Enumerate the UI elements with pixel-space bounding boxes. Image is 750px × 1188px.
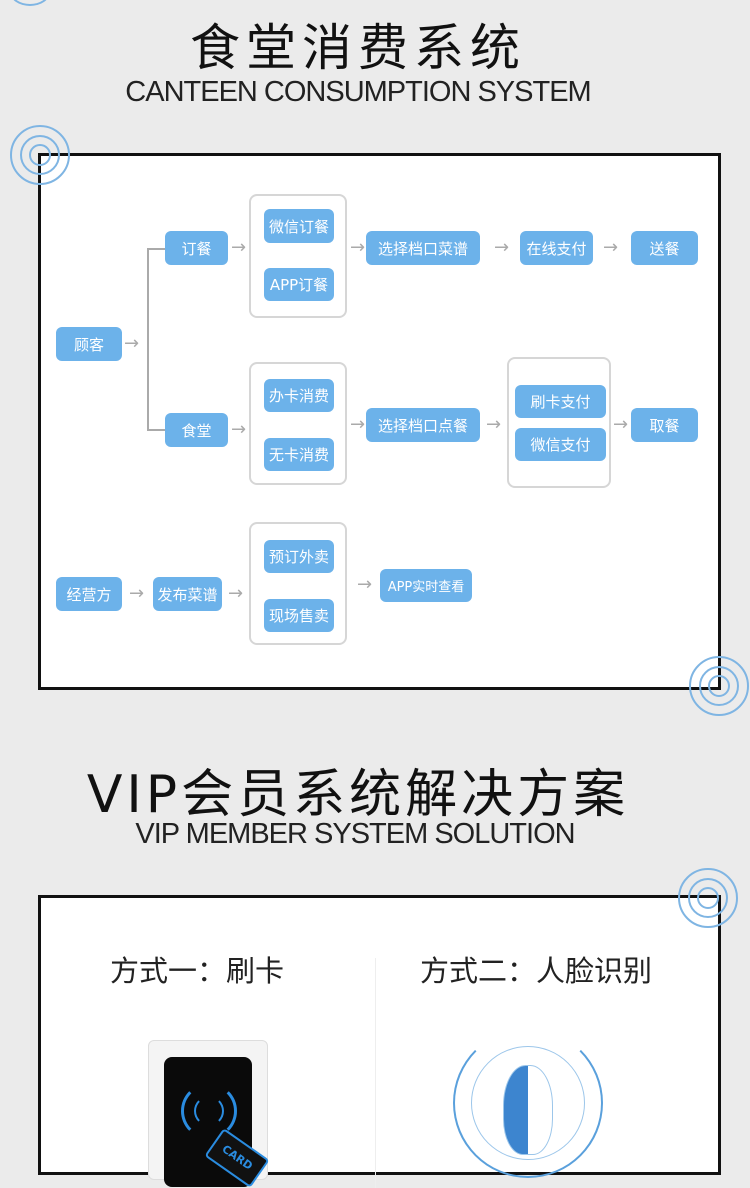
section-title: VIP会员系统解决方案 bbox=[86, 765, 630, 825]
arrow-icon: → bbox=[350, 414, 366, 435]
face-recognition-icon bbox=[453, 1028, 603, 1178]
section-title: 食堂消费系统 bbox=[190, 19, 526, 77]
method-card-label: 方式一：刷卡 bbox=[110, 954, 285, 988]
arrow-icon: → bbox=[129, 583, 145, 604]
arrow-icon: → bbox=[231, 237, 247, 258]
node-onsite-sale: 现场售卖 bbox=[264, 599, 334, 632]
section-subtitle: CANTEEN CONSUMPTION SYSTEM bbox=[125, 76, 591, 108]
node-pickup: 取餐 bbox=[631, 408, 698, 442]
arrow-icon: → bbox=[357, 574, 373, 595]
ripple-decoration-icon bbox=[678, 868, 738, 928]
group-pay-methods bbox=[507, 357, 611, 488]
node-card-pay: 刷卡支付 bbox=[515, 385, 606, 418]
node-nocard-consume: 无卡消费 bbox=[264, 438, 334, 471]
section-subtitle: VIP MEMBER SYSTEM SOLUTION bbox=[135, 818, 575, 850]
node-deliver: 送餐 bbox=[631, 231, 698, 265]
flow-panel: 订餐 → 微信订餐 APP订餐 → 选择档口菜谱 → 在线支付 → 送餐 顾客 … bbox=[38, 153, 721, 690]
node-app-view: APP实时查看 bbox=[380, 569, 472, 602]
node-customer: 顾客 bbox=[56, 327, 122, 361]
arrow-icon: → bbox=[494, 237, 510, 258]
node-canteen: 食堂 bbox=[165, 413, 228, 447]
ripple-decoration-icon bbox=[689, 656, 749, 716]
node-order: 订餐 bbox=[165, 231, 228, 265]
node-wechat-order: 微信订餐 bbox=[264, 209, 334, 243]
node-publish-menu: 发布菜谱 bbox=[153, 577, 222, 611]
ripple-decoration-icon bbox=[10, 125, 70, 185]
arrow-icon: → bbox=[231, 419, 247, 440]
ripple-decoration-icon bbox=[10, 0, 50, 6]
node-wechat-pay: 微信支付 bbox=[515, 428, 606, 461]
arrow-icon: → bbox=[613, 414, 629, 435]
arrow-icon: → bbox=[603, 237, 619, 258]
node-operator: 经营方 bbox=[56, 577, 122, 611]
node-reserve-takeout: 预订外卖 bbox=[264, 540, 334, 573]
vip-panel: 方式一：刷卡 方式二：人脸识别 CARD bbox=[38, 895, 721, 1188]
divider bbox=[375, 958, 376, 1188]
arrow-icon: → bbox=[124, 333, 140, 354]
node-card-consume: 办卡消费 bbox=[264, 379, 334, 412]
arrow-icon: → bbox=[228, 583, 244, 604]
node-app-order: APP订餐 bbox=[264, 268, 334, 301]
node-online-pay: 在线支付 bbox=[520, 231, 593, 265]
arrow-icon: → bbox=[350, 237, 366, 258]
node-choose-menu: 选择档口菜谱 bbox=[366, 231, 480, 265]
card-reader-icon: CARD bbox=[148, 1040, 270, 1188]
node-choose-order: 选择档口点餐 bbox=[366, 408, 480, 442]
arrow-icon: → bbox=[486, 414, 502, 435]
method-face-label: 方式二：人脸识别 bbox=[420, 954, 653, 988]
